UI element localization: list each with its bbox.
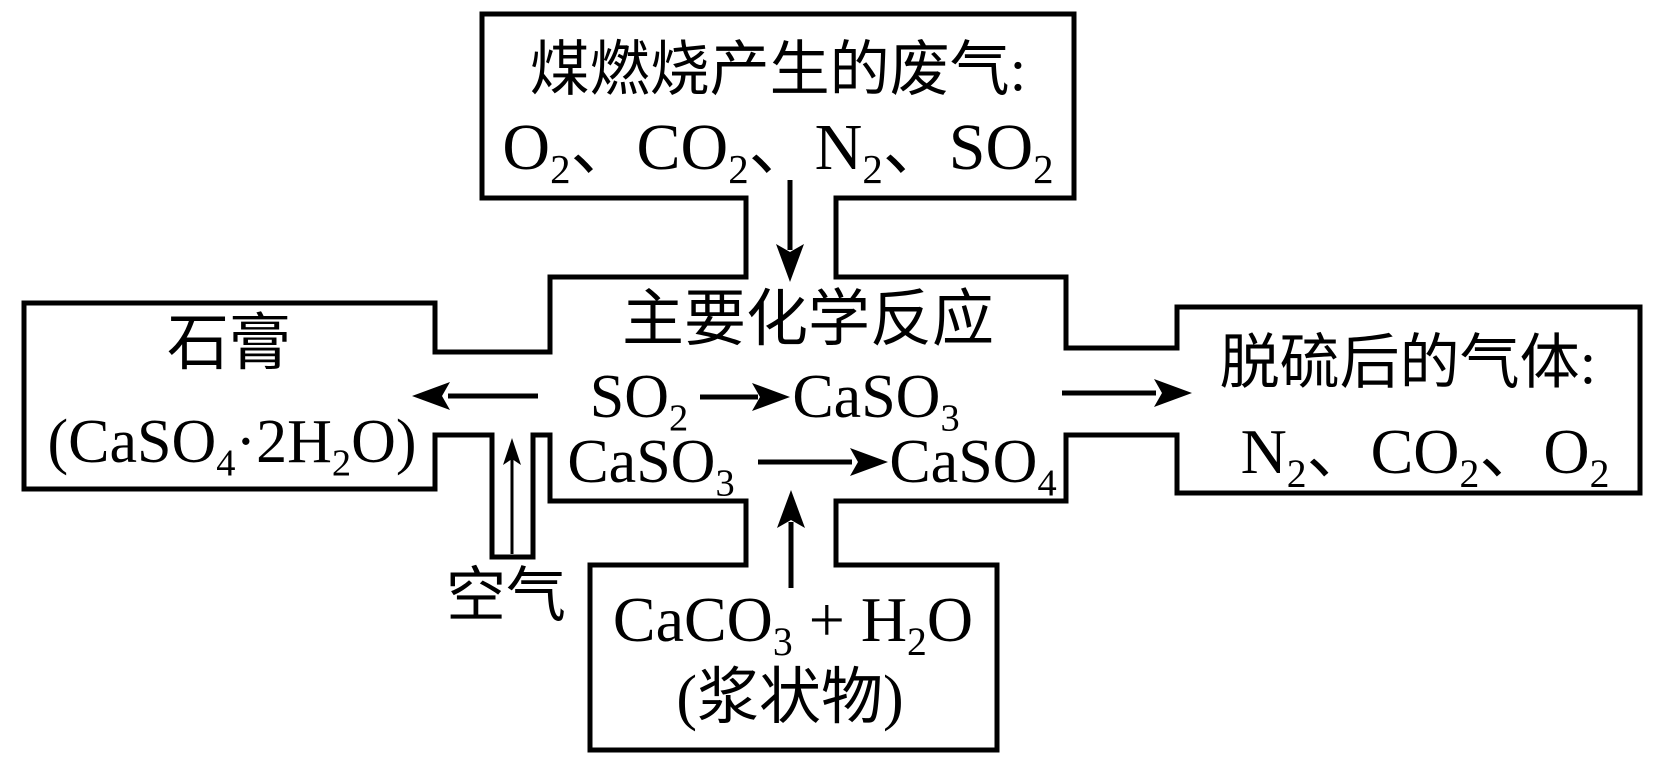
waste-gas-box-title: 煤燃烧产生的废气: (529, 37, 1027, 103)
reaction2-reactant: CaSO3 (567, 428, 735, 505)
slurry-up-arrow (777, 490, 805, 588)
air-up-arrow (503, 438, 521, 554)
slurry-box-formula: CaCO3 + H2O (612, 584, 974, 664)
reaction1-reactant: SO2 (589, 363, 689, 440)
reactions-to-gypsum-arrow (412, 382, 538, 410)
reaction2-product: CaSO4 (889, 428, 1057, 505)
reaction1-arrow (700, 383, 790, 411)
gypsum-box-title: 石膏 (166, 310, 292, 378)
reaction2-arrow (758, 448, 888, 476)
reactions-box-title: 主要化学反应 (621, 286, 995, 354)
waste-gas-box-formula: O2、CO2、N2、SO2 (502, 111, 1054, 193)
waste-gas-down-arrow (776, 180, 804, 282)
clean-gas-box-formula: N2、CO2、O2 (1240, 416, 1610, 496)
diagram-outline (21, 11, 1643, 753)
reaction1-product: CaSO3 (792, 363, 960, 440)
slurry-box-subtitle: (浆状物) (676, 664, 904, 732)
clean-gas-box-title: 脱硫后的气体: (1219, 330, 1597, 396)
gypsum-box-formula: (CaSO4·2H2O) (47, 408, 417, 485)
air-label: 空气 (446, 563, 566, 629)
reactions-to-clean-gas-arrow (1062, 379, 1192, 407)
